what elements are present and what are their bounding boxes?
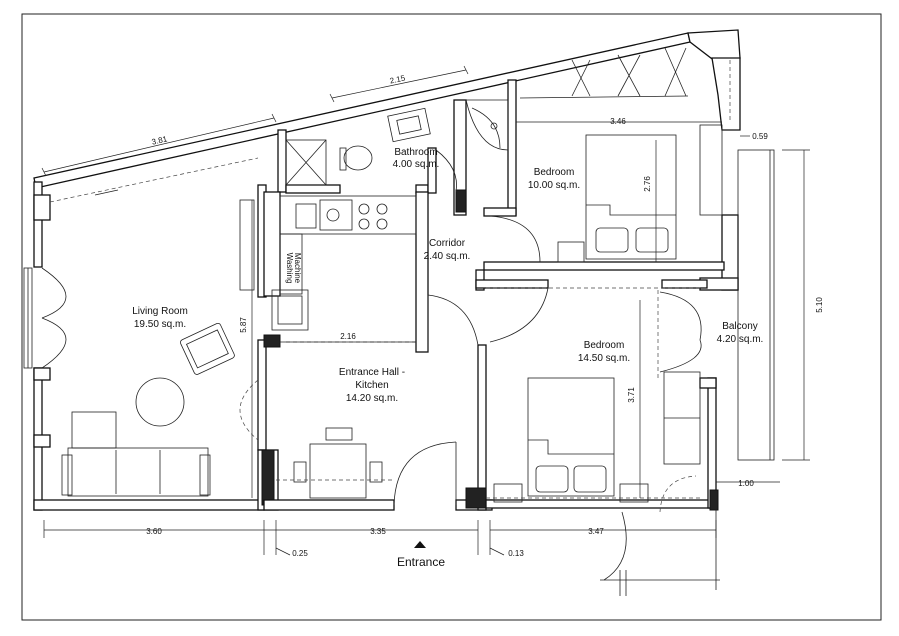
toilet <box>343 145 373 171</box>
bed-bedroom-2 <box>527 377 615 497</box>
dim-wall-left: 0.25 <box>292 549 308 558</box>
entrance-arrow-icon <box>414 541 426 548</box>
shower-tray <box>285 139 327 186</box>
dim-bottom-right: 3.47 <box>588 527 604 536</box>
bedroom-2-area: 14.50 sq.m. <box>578 353 630 364</box>
dim-living-height: 5.87 <box>239 317 248 333</box>
bedroom-2-name: Bedroom <box>584 340 625 351</box>
balcony-slab <box>737 149 775 461</box>
bedroom-1-name: Bedroom <box>534 167 575 178</box>
sofa <box>67 447 209 497</box>
dim-bed1-height: 2.76 <box>643 176 652 192</box>
bedroom-1-area: 10.00 sq.m. <box>528 180 580 191</box>
dining-table <box>309 443 367 499</box>
balcony-area: 4.20 sq.m. <box>717 334 764 345</box>
entrance-label: Entrance <box>397 555 445 569</box>
dim-bed1-width: 3.46 <box>610 117 626 126</box>
corridor-name: Corridor <box>429 238 466 249</box>
dim-top-left: 3.81 <box>151 134 169 146</box>
dim-bottom-left: 3.60 <box>146 527 162 536</box>
dim-balcony-gap: 0.59 <box>752 132 768 141</box>
dim-balcony-height: 5.10 <box>815 297 824 313</box>
bathroom-name: Bathroom <box>394 147 437 158</box>
entrance-hall-name: Entrance Hall - <box>339 367 405 378</box>
corridor-area: 2.40 sq.m. <box>424 251 471 262</box>
washing-machine-label-2: Machine <box>293 253 302 284</box>
dim-balcony-depth: 1.00 <box>738 479 754 488</box>
dim-bottom-mid: 3.35 <box>370 527 386 536</box>
bed-bedroom-1 <box>585 134 677 260</box>
washbasin <box>387 107 431 143</box>
dimension-lines <box>41 65 810 556</box>
drawing-frame <box>21 13 882 621</box>
entrance-hall-name-2: Kitchen <box>355 380 388 391</box>
dim-hall-width: 2.16 <box>340 332 356 341</box>
living-room-area: 19.50 sq.m. <box>134 319 186 330</box>
bathroom-area: 4.00 sq.m. <box>393 159 440 170</box>
dim-top-mid: 2.15 <box>389 73 407 85</box>
washing-machine-label: Washing <box>285 253 294 284</box>
kitchen-counter <box>279 195 417 235</box>
coffee-table <box>135 377 185 427</box>
balcony-name: Balcony <box>722 321 758 332</box>
dim-bed2-height: 3.71 <box>627 387 636 403</box>
dim-wall-right: 0.13 <box>508 549 524 558</box>
walls <box>33 29 741 511</box>
entrance-hall-area: 14.20 sq.m. <box>346 393 398 404</box>
living-room-name: Living Room <box>132 306 188 317</box>
fixtures <box>23 47 775 596</box>
